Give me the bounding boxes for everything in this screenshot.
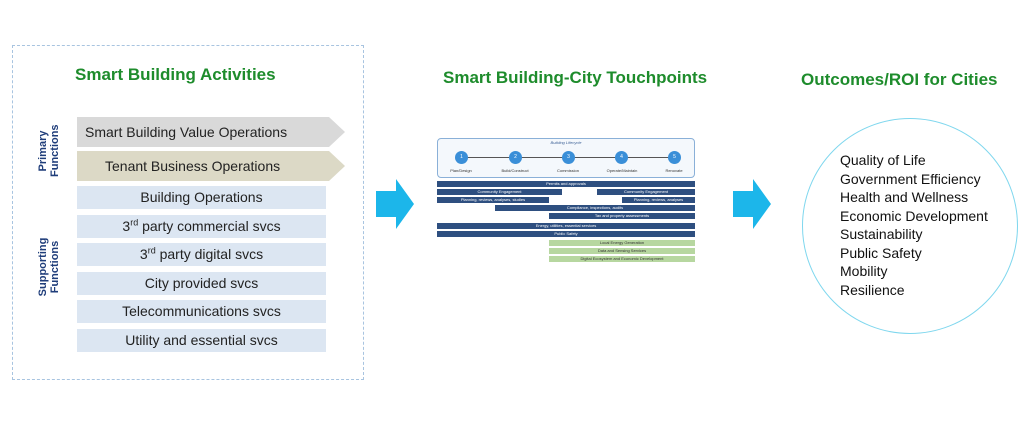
outcome-item: Public Safety [840,244,922,261]
supporting-city-provided: City provided svcs [77,272,326,295]
primary-function-label: Smart Building Value Operations [85,124,288,140]
supporting-functions-label: Supporting Functions [37,231,61,303]
support-label-rest: party digital svcs [155,246,264,262]
outcome-item: Resilience [840,281,905,298]
support-label: Building Operations [140,189,263,205]
chevron-smart-building-value-operations: Smart Building Value Operations [77,117,347,147]
touchpoints-diagram: Building Lifecycle 1 2 3 4 5 Plan/Design… [437,138,695,264]
primary-function-label: Tenant Business Operations [105,158,281,174]
support-label: Utility and essential svcs [125,332,278,348]
activities-heading: Smart Building Activities [75,65,276,84]
primary-label-line-2: Functions [49,124,61,177]
stage-2-label: Build/Construct [501,168,529,173]
outcome-item: Government Efficiency [840,170,981,187]
outcome-item: Economic Development [840,207,988,224]
touchpoints-heading: Smart Building-City Touchpoints [443,68,708,87]
outcomes-heading: Outcomes/ROI for Cities [801,70,998,89]
bar-energy: Energy, utilities, essential services [437,223,695,229]
supporting-telecommunications: Telecommunications svcs [77,300,326,323]
support-label: 3 [139,246,148,262]
outcome-item: Mobility [840,263,888,279]
supporting-building-operations: Building Operations [77,186,326,209]
bar-digital-ecosystem: Digital Ecosystem and Economic Developme… [549,256,695,262]
outcome-item: Health and Wellness [840,189,969,205]
bar-public-safety: Public Safety [437,231,695,237]
bar-community-2: Community Engagement [597,189,695,195]
bar-community-1: Community Engagement [437,189,562,195]
bar-data-sensing: Data and Sensing Services [549,248,695,254]
ordinal-suffix: rd [147,245,156,256]
supporting-label-line-2: Functions [49,240,61,294]
stage-2-circle: 2 [509,151,522,164]
outcome-item: Quality of Life [840,152,926,168]
bar-planning-1: Planning, reviews, analyses, studies [437,197,549,203]
bar-compliance: Compliance, inspections, audits [495,205,695,211]
support-label: 3 [122,218,131,234]
supporting-3rd-party-commercial: 3rd party commercial svcs [77,215,326,238]
chevron-shape [77,151,345,181]
stage-1-circle: 1 [455,151,468,164]
lifecycle-title: Building Lifecycle [550,140,582,145]
ordinal-suffix: rd [130,217,139,228]
activities-panel [12,45,364,380]
support-label: Telecommunications svcs [122,303,281,319]
supporting-3rd-party-digital: 3rd party digital svcs [77,243,326,266]
stage-3-circle: 3 [562,151,575,164]
stage-4-circle: 4 [615,151,628,164]
stage-5-label: Renovate [665,168,683,173]
bar-planning-2: Planning, reviews, analyses [622,197,695,203]
outcome-item: Sustainability [840,226,923,242]
outcomes-list: Quality of Life Government Efficiency He… [840,151,988,299]
arrow-right-icon [733,179,771,229]
stage-1-label: Plan/Design [450,168,472,173]
supporting-utility-essential: Utility and essential svcs [77,329,326,352]
chevron-shape [77,117,345,147]
bar-tax: Tax and property assessments [549,213,695,219]
supporting-label-line-1: Supporting [37,237,49,297]
support-label-rest: party commercial svcs [138,218,281,234]
arrow-right-icon [376,179,414,229]
bar-local-energy: Local Energy Generation [549,240,695,246]
outcomes-circle [802,118,1018,334]
primary-functions-label: Primary Functions [37,124,61,177]
support-label: City provided svcs [144,275,259,291]
stage-3-label: Commission [556,168,579,173]
primary-label-line-1: Primary [37,130,49,172]
chevron-tenant-business-operations: Tenant Business Operations [77,151,347,181]
stage-4-label: Operate/Maintain [606,168,638,173]
stage-5-circle: 5 [668,151,681,164]
bar-permits: Permits and approvals [437,181,695,187]
